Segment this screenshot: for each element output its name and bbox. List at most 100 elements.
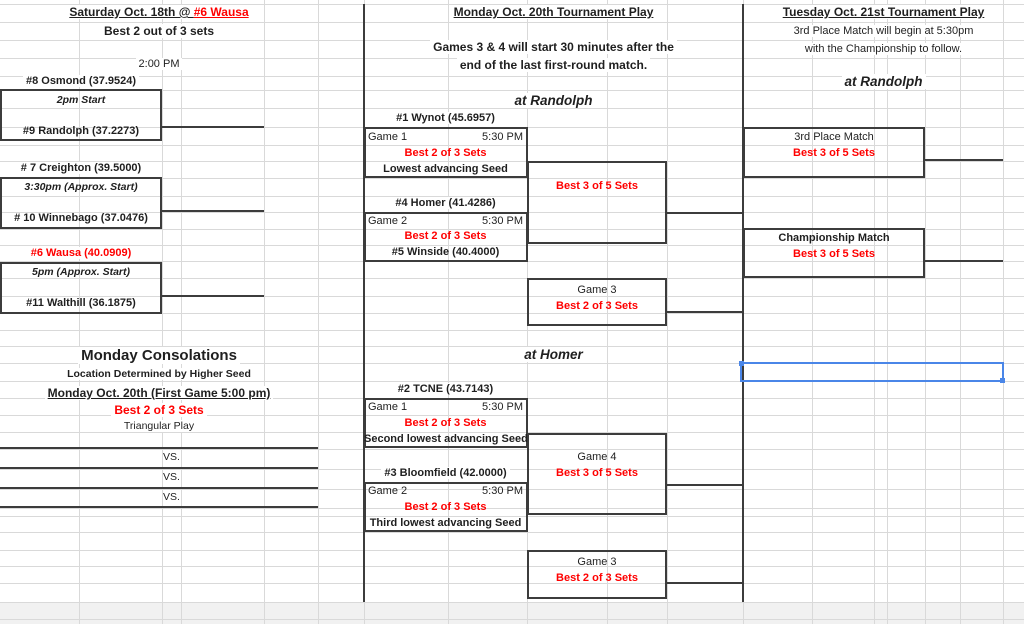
grid-row-line xyxy=(0,508,1024,509)
seed-wausa: #6 Wausa (40.0909) xyxy=(0,246,162,261)
third-place-format: Best 3 of 5 Sets xyxy=(793,147,875,159)
grid-row-line xyxy=(0,22,1024,23)
selected-cell-range[interactable] xyxy=(739,361,1005,383)
game1-randolph-opponent: Lowest advancing Seed xyxy=(383,163,508,175)
section-divider-right xyxy=(742,4,744,602)
grid-column-line xyxy=(812,0,813,624)
consolations-location-note: Location Determined by Higher Seed xyxy=(0,368,318,383)
game3-homer-format: Best 2 of 3 Sets xyxy=(556,572,638,584)
bottom-shaded-rows xyxy=(0,602,1024,624)
grid-row-line xyxy=(0,278,1024,279)
grid-row-line xyxy=(0,432,1024,433)
vs-table-line xyxy=(0,506,318,508)
game1-randolph-box xyxy=(364,127,528,178)
grid-row-line xyxy=(0,602,1024,603)
game2-randolph-format: Best 2 of 3 Sets xyxy=(404,230,487,242)
grid-row-line xyxy=(0,76,1024,77)
seed-tcne: #2 TCNE (43.7143) xyxy=(364,382,527,397)
semifinal-randolph-format: Best 3 of 5 Sets xyxy=(556,180,638,192)
game3-randolph-winner-line xyxy=(667,311,743,313)
grid-row-line xyxy=(0,469,1024,470)
grid-column-line xyxy=(960,0,961,624)
grid-row-line xyxy=(0,161,1024,162)
seed-randolph: #9 Randolph (37.2273) xyxy=(22,125,140,137)
grid-row-line xyxy=(0,415,1024,416)
vs-table-line xyxy=(0,447,318,449)
seed-walthill: #11 Walthill (36.1875) xyxy=(26,297,136,309)
third-place-box xyxy=(743,127,925,178)
monday-note-2: end of the last first-round match. xyxy=(364,57,743,72)
grid-row-line xyxy=(0,196,1024,197)
vs-table-line xyxy=(0,487,318,489)
saturday-start-time: 2:00 PM xyxy=(0,57,318,72)
grid-column-line xyxy=(925,0,926,624)
championship-winner-line xyxy=(925,260,1003,262)
game3-randolph-label: Game 3 xyxy=(577,284,617,296)
match-box-6v11 xyxy=(0,262,162,314)
grid-column-line xyxy=(887,0,888,624)
game3-homer-box xyxy=(527,550,667,599)
match-note-6v11: 5pm (Approx. Start) xyxy=(31,266,130,278)
grid-row-line xyxy=(0,313,1024,314)
grid-row-line xyxy=(0,381,1024,382)
game2-homer-time: 5:30 PM xyxy=(482,485,523,497)
saturday-title-host: #6 Wausa xyxy=(193,5,249,19)
grid-row-line xyxy=(0,489,1024,490)
grid-row-line xyxy=(0,229,1024,230)
match-note-8v9: 2pm Start xyxy=(56,94,106,106)
seed-homer: #4 Homer (41.4286) xyxy=(364,196,527,211)
championship-box xyxy=(743,228,925,278)
vs-label-1: VS. xyxy=(163,451,180,463)
monday-title: Monday Oct. 20th Tournament Play xyxy=(364,4,743,19)
consolations-play-type: Triangular Play xyxy=(0,420,318,435)
match-box-7v10 xyxy=(0,177,162,229)
third-place-winner-line xyxy=(925,159,1003,161)
vs-label-3: VS. xyxy=(163,491,180,503)
tuesday-note-1: 3rd Place Match will begin at 5:30pm xyxy=(743,24,1024,39)
game1-randolph-format: Best 2 of 3 Sets xyxy=(404,147,487,159)
grid-column-line xyxy=(264,0,265,624)
semifinal-randolph-winner-line xyxy=(667,212,743,214)
grid-column-line xyxy=(448,0,449,624)
grid-row-line xyxy=(0,619,1024,620)
selection-handle-top-left[interactable] xyxy=(739,361,744,366)
grid-column-line xyxy=(318,0,319,624)
grid-row-line xyxy=(0,178,1024,179)
grid-row-line xyxy=(0,583,1024,584)
game1-homer-format: Best 2 of 3 Sets xyxy=(404,417,487,429)
semifinal-randolph-box xyxy=(527,161,667,244)
game1-randolph-label: Game 1 xyxy=(368,131,408,143)
grid-row-line xyxy=(0,566,1024,567)
saturday-title: Saturday Oct. 18th @ #6 Wausa xyxy=(0,4,318,19)
grid-row-line xyxy=(0,550,1024,551)
monday-note-1: Games 3 & 4 will start 30 minutes after … xyxy=(364,39,743,54)
grid-column-line xyxy=(874,0,875,624)
game1-homer-label: Game 1 xyxy=(368,401,408,413)
saturday-title-text: Saturday Oct. 18th @ xyxy=(69,5,194,19)
game1-randolph-time: 5:30 PM xyxy=(482,131,523,143)
grid-row-line xyxy=(0,532,1024,533)
grid-column-line xyxy=(162,0,163,624)
consolations-date-note: Monday Oct. 20th (First Game 5:00 pm) xyxy=(0,385,318,400)
game2-randolph-box xyxy=(364,212,528,262)
game2-homer-box xyxy=(364,482,528,532)
selection-handle-bottom-right[interactable] xyxy=(1000,378,1005,383)
game4-homer-label: Game 4 xyxy=(577,451,617,463)
grid-row-line xyxy=(0,363,1024,364)
game2-homer-format: Best 2 of 3 Sets xyxy=(404,501,487,513)
section-divider-middle xyxy=(363,4,365,602)
grid-row-line xyxy=(0,449,1024,450)
game1-homer-box xyxy=(364,398,528,448)
seed-creighton: # 7 Creighton (39.5000) xyxy=(0,161,162,176)
winner-line-8v9 xyxy=(160,126,264,128)
grid-column-line xyxy=(607,0,608,624)
seed-bloomfield: #3 Bloomfield (42.0000) xyxy=(364,466,527,481)
venue-randolph-heading: at Randolph xyxy=(364,92,743,108)
game1-homer-opponent: Second lowest advancing Seed xyxy=(364,433,528,445)
grid-row-line xyxy=(0,296,1024,297)
game2-homer-opponent: Third lowest advancing Seed xyxy=(369,517,522,529)
game1-homer-time: 5:30 PM xyxy=(482,401,523,413)
game4-homer-format: Best 3 of 5 Sets xyxy=(556,467,638,479)
consolations-format: Best 2 of 3 Sets xyxy=(0,402,318,417)
